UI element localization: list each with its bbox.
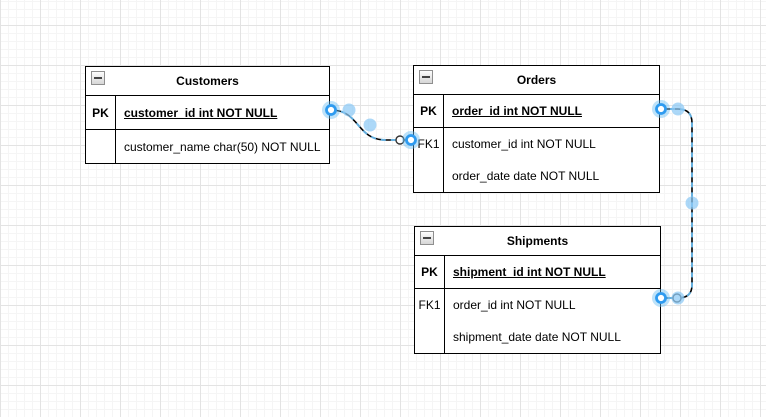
key-cell: PK xyxy=(415,256,445,288)
table-title: Customers xyxy=(176,74,239,88)
edge-selection-highlight xyxy=(330,109,411,141)
edge-waypoint-handle[interactable] xyxy=(685,196,699,210)
minus-icon xyxy=(422,76,430,78)
cardinality-circle-marker xyxy=(672,293,682,303)
field-cell: customer_id int NOT NULL xyxy=(124,105,278,120)
table-title: Shipments xyxy=(506,234,569,248)
table-title: Orders xyxy=(516,73,557,87)
key-cell: PK xyxy=(414,95,444,127)
entity-header: Customers xyxy=(86,67,329,96)
edge-waypoint-handle[interactable] xyxy=(363,118,377,132)
field-cell: shipment_date date NOT NULL xyxy=(453,330,621,344)
table-row-order_id[interactable]: PK order_id int NOT NULL xyxy=(414,95,659,128)
table-row-shipment_date[interactable]: shipment_date date NOT NULL xyxy=(415,321,660,353)
field-cell: order_date date NOT NULL xyxy=(452,169,600,183)
entity-header: Orders xyxy=(414,66,659,95)
key-cell xyxy=(415,321,445,353)
edge-waypoint-handle[interactable] xyxy=(671,291,685,305)
edge-waypoint-handle[interactable] xyxy=(342,103,356,117)
minus-icon xyxy=(423,237,431,239)
entity-header: Shipments xyxy=(415,227,660,256)
field-cell: customer_name char(50) NOT NULL xyxy=(124,139,321,154)
edge-waypoint-handle[interactable] xyxy=(671,102,685,116)
collapse-button[interactable] xyxy=(420,231,434,245)
key-cell xyxy=(414,160,444,192)
edge-orders-shipments[interactable] xyxy=(660,108,693,299)
edge-customers-orders[interactable] xyxy=(330,109,411,141)
table-row-customer_id[interactable]: FK1 customer_id int NOT NULL xyxy=(414,128,659,160)
collapse-button[interactable] xyxy=(419,70,433,84)
key-cell: FK1 xyxy=(414,128,444,160)
key-cell: FK1 xyxy=(415,289,445,321)
table-row-order_id[interactable]: FK1 order_id int NOT NULL xyxy=(415,289,660,321)
key-cell xyxy=(86,130,116,163)
minus-icon xyxy=(94,77,102,79)
collapse-button[interactable] xyxy=(91,71,105,85)
field-cell: order_id int NOT NULL xyxy=(453,298,576,312)
table-row-order_date[interactable]: order_date date NOT NULL xyxy=(414,160,659,192)
key-cell: PK xyxy=(86,96,116,129)
field-cell: customer_id int NOT NULL xyxy=(452,137,596,151)
cardinality-circle-marker xyxy=(395,135,405,145)
table-row-shipment_id[interactable]: PK shipment_id int NOT NULL xyxy=(415,256,660,289)
field-cell: shipment_id int NOT NULL xyxy=(453,265,606,279)
table-row-customer_id[interactable]: PK customer_id int NOT NULL xyxy=(86,96,329,130)
edge-selection-highlight xyxy=(660,108,693,299)
table-row-customer_name[interactable]: customer_name char(50) NOT NULL xyxy=(86,130,329,163)
field-cell: order_id int NOT NULL xyxy=(452,104,582,118)
